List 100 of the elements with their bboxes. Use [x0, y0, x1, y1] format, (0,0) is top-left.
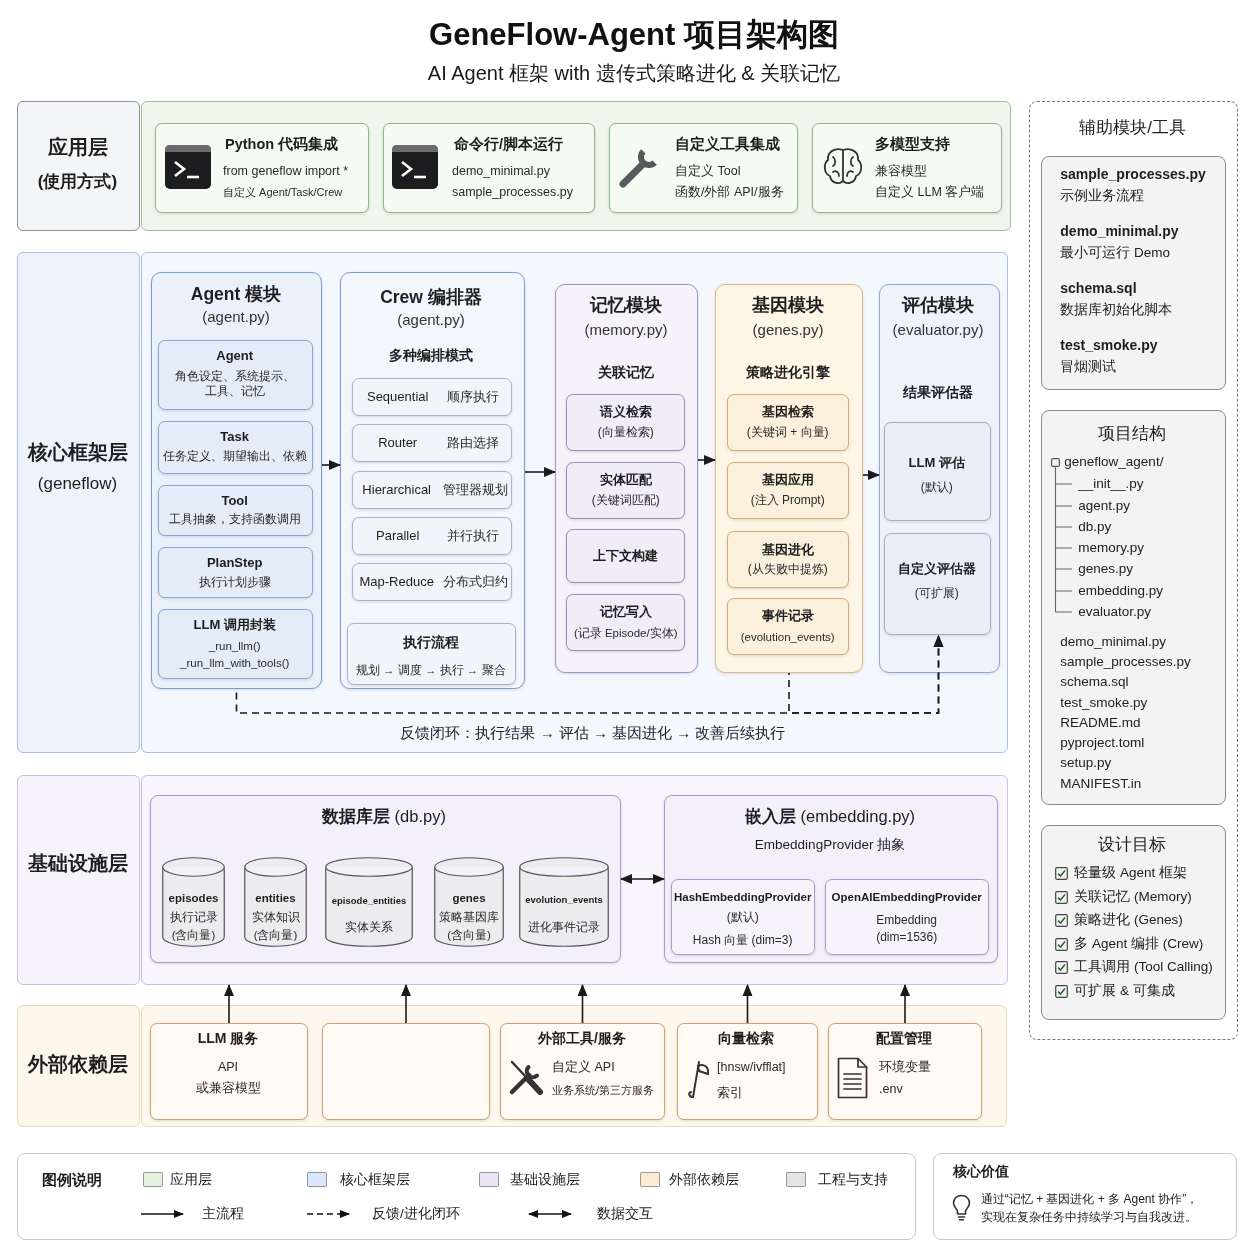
- description: (关键词 + 向量): [746, 424, 829, 441]
- file-name: (evaluator.py): [892, 320, 984, 340]
- feature-card: [811, 122, 1002, 213]
- subheading: 策略进化引擎: [746, 362, 830, 382]
- heading: 实体匹配: [599, 471, 652, 489]
- file-name: (memory.py): [584, 320, 668, 340]
- title: GeneFlow-Agent 项目架构图: [429, 15, 839, 54]
- checklist-item: 轻量级 Agent 框架: [1074, 864, 1188, 883]
- subheading: 结果评估器: [903, 382, 973, 402]
- file-name: (agent.py): [397, 310, 465, 330]
- subheading: 关联记忆: [598, 362, 654, 382]
- tree-item: agent.py: [1078, 497, 1131, 516]
- checklist-item: 工具调用 (Tool Calling): [1074, 958, 1213, 977]
- description: 自定义 Agent/Task/Crew: [223, 184, 343, 200]
- mode-name: Map-Reduce: [359, 573, 434, 591]
- heading: 多模型支持: [875, 134, 950, 154]
- tree-item: setup.py: [1060, 754, 1112, 773]
- tree-item: evaluator.py: [1078, 603, 1152, 622]
- legend-label: 主流程: [202, 1205, 244, 1223]
- description: (evolution_events): [740, 629, 835, 645]
- function-name: _run_llm_with_tools(): [180, 655, 290, 671]
- service-card: [321, 1022, 490, 1120]
- file-name: sample_processes.py: [452, 183, 573, 201]
- sidebar-panel: [1029, 101, 1238, 1040]
- layer-name: (使用方式): [37, 170, 118, 193]
- service-card: [827, 1022, 982, 1120]
- table-name: entities: [255, 890, 296, 906]
- heading: LLM 调用封装: [193, 616, 276, 634]
- component-box: [158, 485, 313, 536]
- layer-panel: [141, 101, 1011, 231]
- mode-box: [352, 471, 512, 509]
- description: 冒烟测试: [1060, 358, 1117, 377]
- description: 或兼容模型: [195, 1079, 261, 1097]
- tree-item: __init__.py: [1078, 475, 1144, 494]
- description: 路由选择: [446, 434, 499, 451]
- legend-label: 数据交互: [597, 1205, 653, 1223]
- description: 任务定义、期望输出、依赖: [162, 448, 307, 464]
- heading: 事件记录: [761, 607, 814, 625]
- component-box: [158, 547, 313, 598]
- description: (向量检索): [597, 424, 654, 441]
- description: 管理器规划: [443, 481, 509, 498]
- service-card: [499, 1022, 665, 1120]
- module-panel: [714, 283, 863, 673]
- mode-name: Sequential: [366, 388, 429, 406]
- description: 数据库初始化脚本: [1060, 301, 1173, 320]
- info-card: [933, 1153, 1237, 1240]
- database-cylinder: [325, 857, 413, 947]
- layer-name: (geneflow): [37, 472, 118, 495]
- subheading: 执行流程: [402, 632, 459, 651]
- description: 执行记录: [169, 909, 218, 925]
- description: (含向量): [171, 927, 216, 943]
- module-panel: [663, 794, 998, 963]
- description: (注入 Prompt): [750, 492, 825, 509]
- description: (dim=1536): [876, 929, 938, 946]
- legend-label: 反馈/进化闭环: [372, 1205, 460, 1223]
- layer-name: 核心框架层: [27, 439, 128, 465]
- heading: PlanStep: [206, 554, 263, 572]
- legend-title: 图例说明: [42, 1170, 102, 1190]
- module-panel: [554, 283, 698, 673]
- description: 索引: [717, 1084, 743, 1102]
- component-box: [158, 421, 313, 474]
- heading: Python 代码集成: [225, 134, 339, 154]
- component-box: [671, 879, 815, 955]
- description: (含向量): [253, 927, 298, 943]
- layer-name: 应用层: [47, 134, 108, 160]
- heading: Task: [220, 428, 249, 446]
- layer-label-panel: [17, 1005, 140, 1127]
- table-name: episode_entities: [331, 894, 407, 908]
- component-box: [727, 462, 849, 519]
- arrow: [321, 460, 341, 470]
- heading: 语义检索: [599, 403, 652, 421]
- description: 业务系统/第三方服务: [552, 1082, 655, 1098]
- description: 实体知识: [251, 909, 300, 925]
- heading: 自定义评估器: [897, 560, 976, 578]
- feature-card: [608, 122, 798, 213]
- component-box: [566, 394, 685, 451]
- service-card: [676, 1022, 818, 1120]
- layer-label-panel: [17, 252, 140, 753]
- service-card: [149, 1022, 308, 1120]
- description: [hnsw/ivfflat]: [717, 1058, 786, 1076]
- description: 自定义 API: [552, 1058, 615, 1076]
- module-title: Crew 编排器: [380, 285, 482, 309]
- description: 函数/外部 API/服务: [675, 183, 784, 201]
- description: from geneflow import *: [223, 162, 349, 180]
- layer-title: 数据库层 (db.py): [322, 806, 446, 828]
- description: Embedding: [876, 912, 938, 929]
- description: 兼容模型: [875, 162, 927, 180]
- arrow: [862, 470, 880, 480]
- layer-label-panel: [17, 101, 140, 231]
- checklist-item: 可扩展 & 可集成: [1074, 982, 1175, 1001]
- component-box: [566, 462, 685, 519]
- component-box: [727, 394, 849, 451]
- legend-label: 应用层: [170, 1171, 212, 1189]
- component-box: [727, 598, 849, 655]
- component-box: [727, 531, 849, 588]
- component-box: [566, 529, 685, 583]
- description: (可扩展): [914, 585, 959, 602]
- description: 实体关系: [345, 919, 393, 935]
- heading: 自定义工具集成: [675, 134, 780, 154]
- heading: 记忆写入: [599, 603, 652, 621]
